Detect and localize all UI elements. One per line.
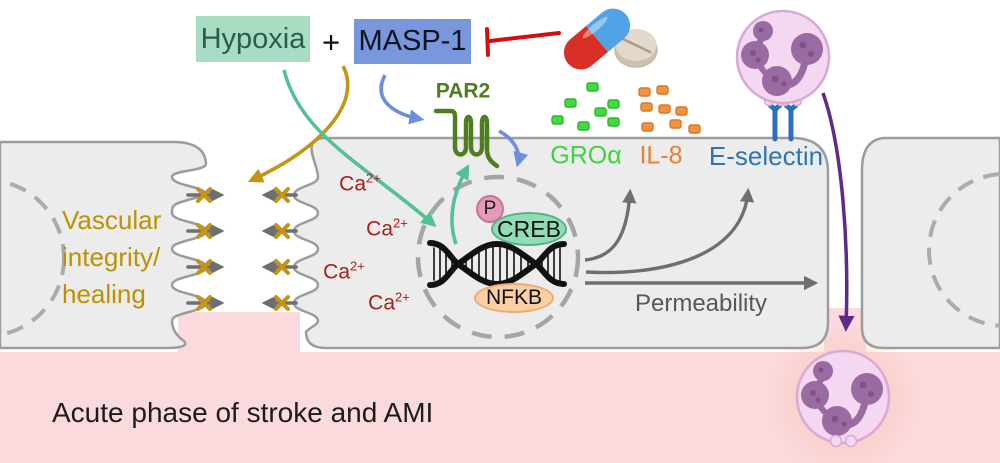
middle-cell-nucleus-outline xyxy=(415,174,581,340)
calcium-label: Ca2+ xyxy=(368,291,410,314)
vascular-line3: healing xyxy=(62,279,146,309)
neutrophil-cell-icon xyxy=(737,11,829,103)
creb-badge: CREB xyxy=(491,212,567,246)
eselectin-label: E-selectin xyxy=(708,141,824,171)
ca-charge: 2+ xyxy=(366,170,381,186)
calcium-label: Ca2+ xyxy=(339,172,381,195)
permeability-label: Permeability xyxy=(634,290,768,317)
nfkb-label: NFKB xyxy=(485,286,542,309)
blocked-junction-x-icon xyxy=(196,295,212,311)
ca-symbol: Ca xyxy=(368,291,396,315)
right-cell-nucleus-outline xyxy=(927,172,1000,328)
blocked-junction-x-icon xyxy=(196,187,212,203)
hypoxia-box: Hypoxia xyxy=(196,16,310,62)
il8-particles xyxy=(638,85,701,134)
blocked-junction-x-icon xyxy=(274,295,290,311)
hypoxia-to-nucleus-arrow xyxy=(282,69,437,227)
inhibition-tbar-icon xyxy=(485,27,561,57)
ca-charge: 2+ xyxy=(393,215,408,231)
junction-leak-gap xyxy=(178,312,300,356)
masp1-label: MASP-1 xyxy=(358,25,467,57)
par2-label: PAR2 xyxy=(435,79,491,103)
endothelial-cell-right xyxy=(860,136,1000,350)
gro-particles xyxy=(551,82,620,131)
neutrophil-cell-icon xyxy=(797,351,889,448)
hypoxia-label: Hypoxia xyxy=(200,22,306,55)
plus-sign: + xyxy=(321,24,341,60)
par2-to-nucleus-arrow xyxy=(498,129,529,168)
ca-symbol: Ca xyxy=(323,260,351,284)
ca-symbol: Ca xyxy=(339,172,367,196)
endothelial-cell-left xyxy=(0,140,208,350)
tablet-pill-icon xyxy=(614,29,658,68)
arrow-to-eselectin xyxy=(585,187,755,275)
par2-serpentine-receptor-icon xyxy=(433,108,500,169)
phospho-p-label: P xyxy=(483,198,497,219)
blocked-junction-x-icon xyxy=(196,223,212,239)
masp1-to-junction-arrow xyxy=(247,65,350,183)
junction-row xyxy=(186,187,298,311)
blocked-junction-x-icon xyxy=(196,259,212,275)
calcium-label: Ca2+ xyxy=(366,217,408,240)
left-cell-nucleus-outline xyxy=(0,179,66,337)
il8-label: IL-8 xyxy=(639,141,683,170)
blocked-junction-x-icon xyxy=(274,259,290,275)
nfkb-badge: NFKB xyxy=(474,283,554,313)
e-selectin-receptor-icon xyxy=(766,98,800,142)
masp1-to-par2-arrow xyxy=(379,74,425,125)
vascular-line2: integrity/ xyxy=(62,242,161,272)
blocked-junction-x-icon xyxy=(274,223,290,239)
neutrophil-transmigration-arrow xyxy=(821,92,855,332)
arrow-to-gro-il8 xyxy=(584,188,637,262)
vascular-integrity-label: Vascular integrity/ healing xyxy=(62,202,161,313)
vascular-line1: Vascular xyxy=(62,205,162,235)
creb-label: CREB xyxy=(497,215,561,242)
masp1-box: MASP-1 xyxy=(354,19,471,64)
ca-symbol: Ca xyxy=(366,217,394,241)
ca-charge: 2+ xyxy=(395,289,410,305)
figure-caption: Acute phase of stroke and AMI xyxy=(52,397,434,428)
gro-label: GROα xyxy=(550,141,622,170)
capsule-pill-icon xyxy=(563,8,631,70)
ca-charge: 2+ xyxy=(350,258,365,274)
calcium-label: Ca2+ xyxy=(323,260,365,283)
blocked-junction-x-icon xyxy=(274,187,290,203)
nucleus-to-par2-feedback-arrow xyxy=(450,164,470,245)
